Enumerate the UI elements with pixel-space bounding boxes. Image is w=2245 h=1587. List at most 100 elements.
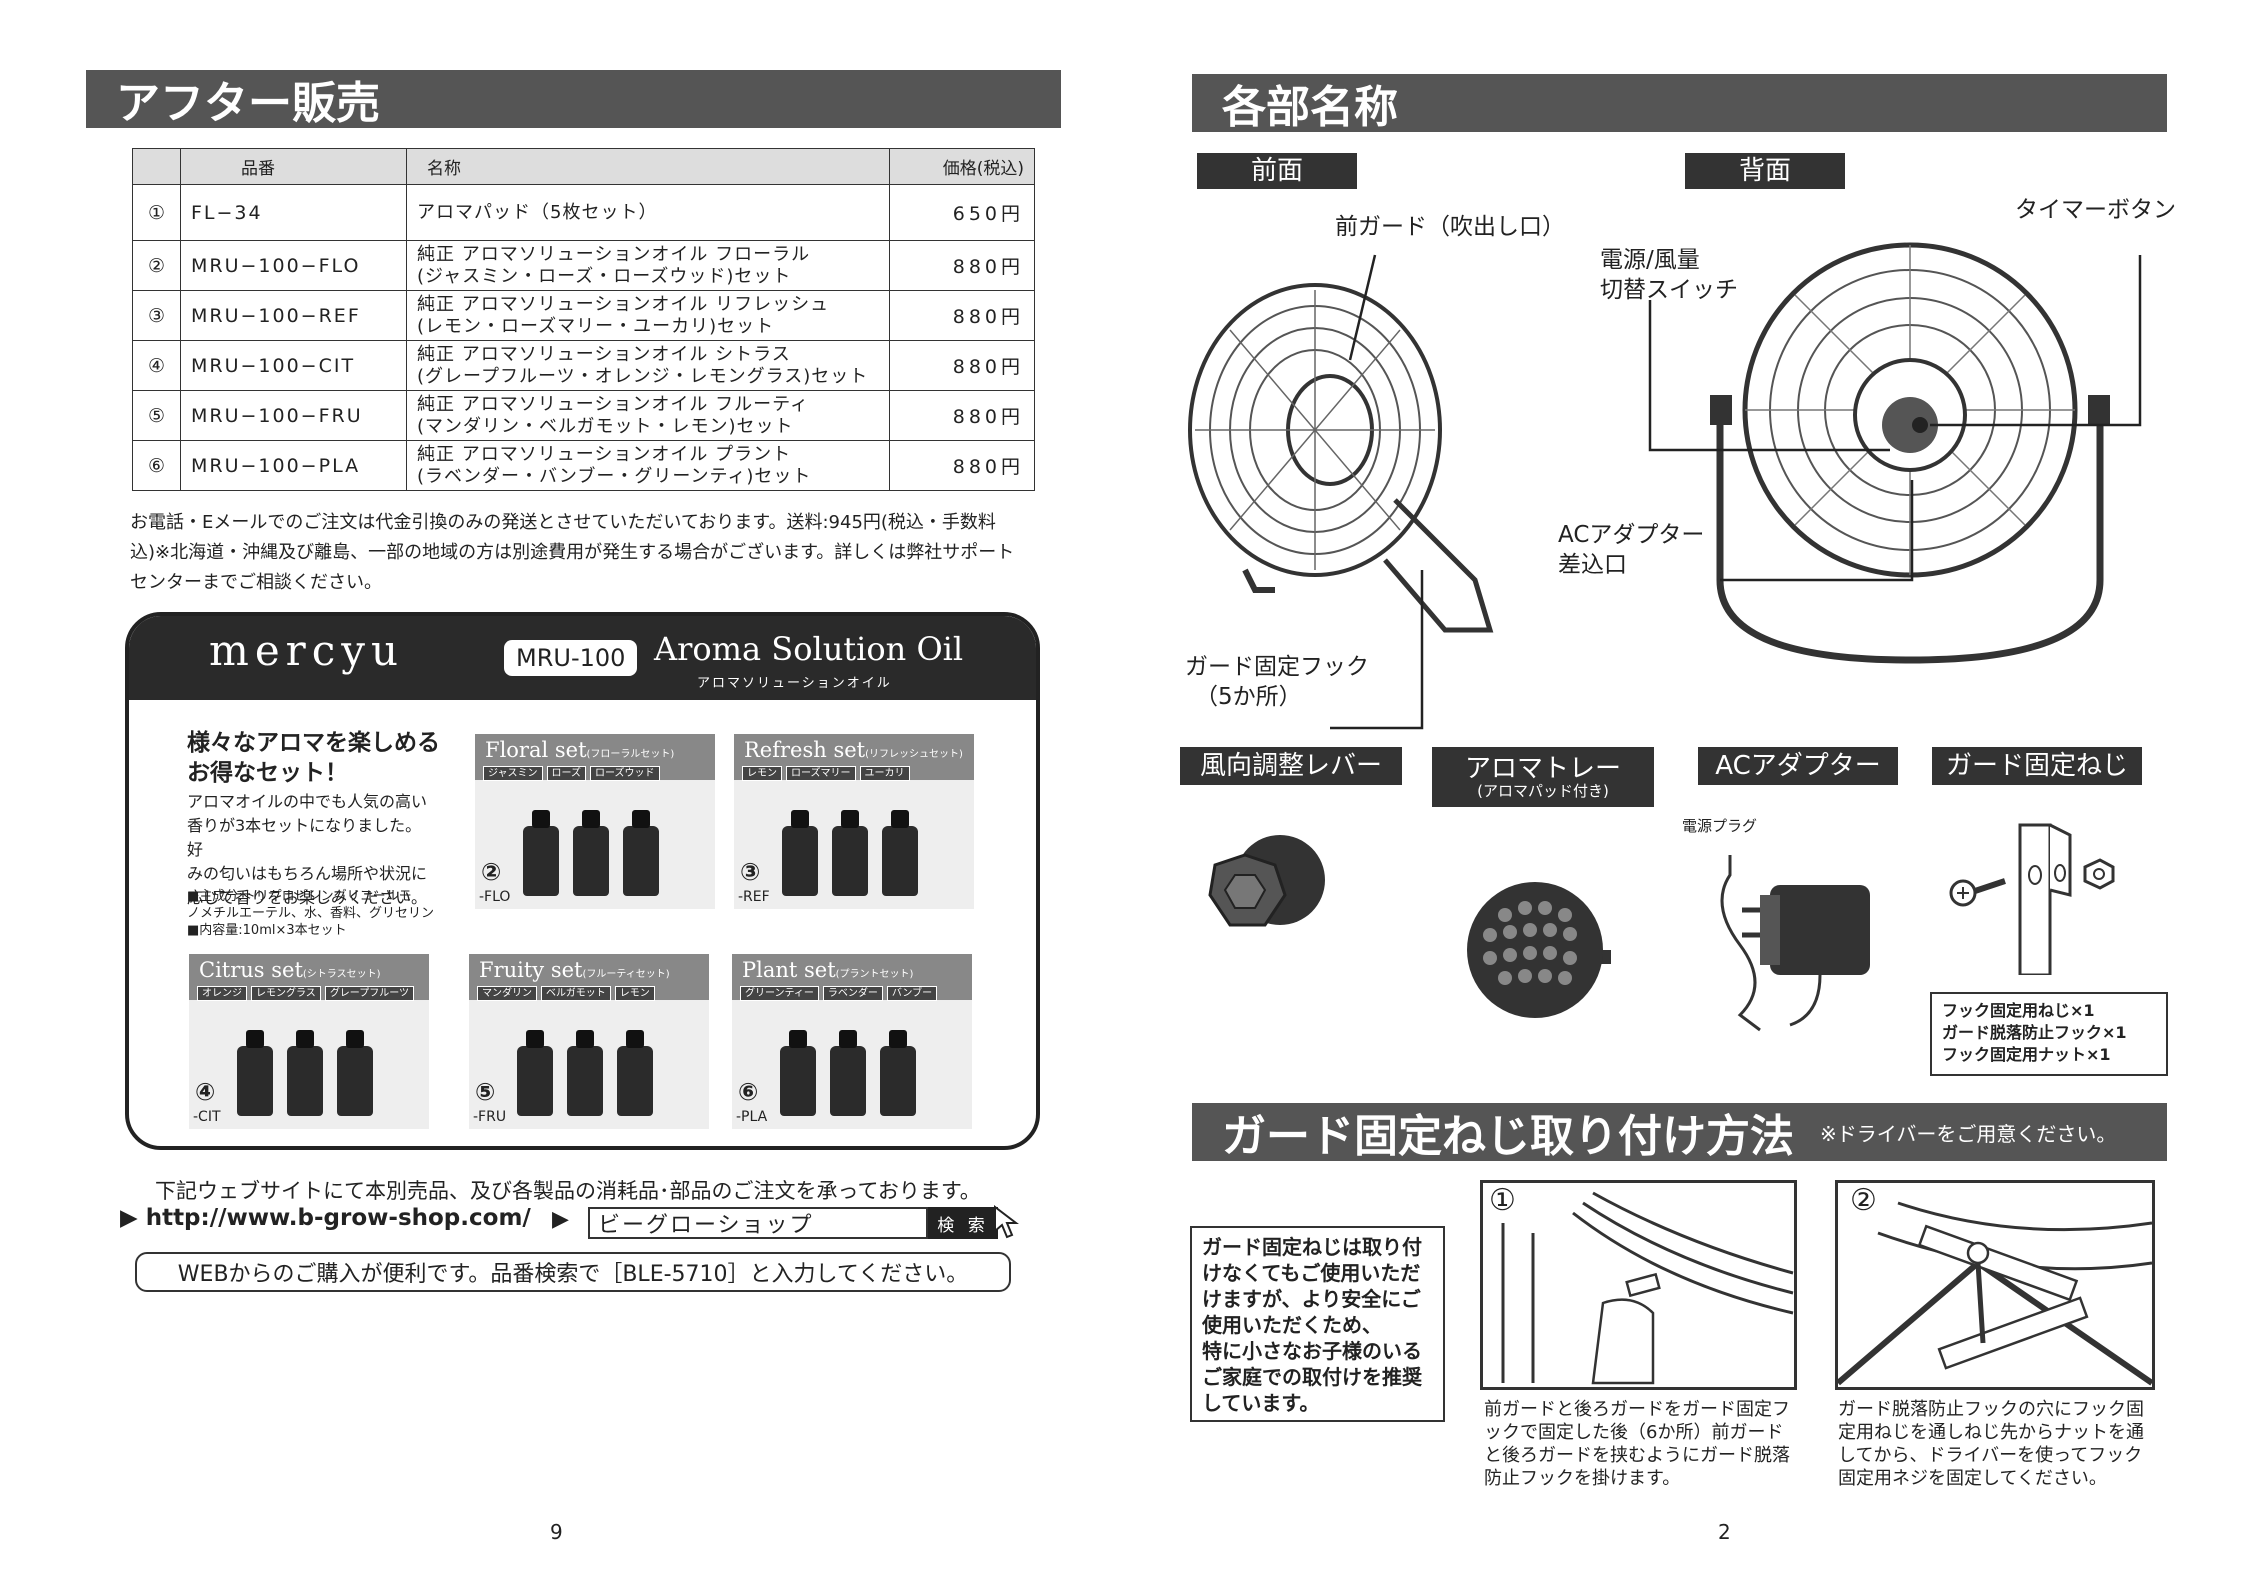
oil-bottle bbox=[573, 810, 609, 896]
set-subtitle: (シトラスセット) bbox=[302, 969, 381, 980]
step2-caption-line: 定用ねじを通しねじ先からナットを通 bbox=[1838, 1422, 2144, 1443]
set-tags: マンダリンベルガモットレモン bbox=[477, 984, 659, 1001]
part-label-text: ガード固定ねじ bbox=[1945, 751, 2128, 781]
promo-body-line: アロマオイルの中でも人気の高い bbox=[187, 792, 428, 811]
shop-url-link[interactable]: ▶ http://www.b-grow-shop.com/ bbox=[120, 1205, 531, 1231]
web-order-note: WEBからのご購入が便利です。品番検索で［BLE-5710］と入力してください。 bbox=[135, 1252, 1011, 1292]
oil-bottle bbox=[617, 1030, 653, 1116]
install-note-line: ご家庭での取付けを推奨 bbox=[1202, 1365, 1422, 1389]
row-name-1: 純正 アロマソリューションオイル フローラル bbox=[417, 243, 811, 265]
set-tag: ベルガモット bbox=[541, 986, 611, 1001]
step2-caption-line: してから、ドライバーを使ってフック bbox=[1838, 1445, 2143, 1466]
set-subtitle: (リフレッシュセット) bbox=[865, 749, 963, 760]
page-number-right: 2 bbox=[1718, 1520, 1731, 1544]
set-number: ④ bbox=[195, 1078, 216, 1106]
table-row: ⑤ MRU−100−FRU 純正 アロマソリューションオイル フルーティ(マンダ… bbox=[132, 390, 1035, 441]
set-tag: グリーンティー bbox=[740, 986, 819, 1001]
search-button[interactable]: 検 索 bbox=[928, 1207, 998, 1239]
parts-table: 品番 名称 価格(税込) ① FL−34 アロマパッド（5枚セット） 650円 … bbox=[132, 148, 1035, 491]
set-tag: レモン bbox=[742, 766, 782, 781]
front-guard-callout: 前ガード（吹出し口） bbox=[1335, 214, 1565, 240]
set-tag: バンブー bbox=[886, 986, 938, 1001]
back-label-text: 背面 bbox=[1738, 156, 1791, 186]
oil-bottle bbox=[780, 1030, 816, 1116]
search-input[interactable]: ビーグローショップ bbox=[588, 1207, 928, 1239]
row-name-1: 純正 アロマソリューションオイル フルーティ bbox=[417, 393, 810, 415]
guard-hook-callout: ガード固定フック （5か所） bbox=[1185, 652, 1369, 712]
step-number: ① bbox=[1489, 1183, 1516, 1218]
oil-set-card: Citrus set(シトラスセット) オレンジレモングラスグレープフルーツ ④… bbox=[189, 954, 429, 1129]
promo-banner: mercyu MRU-100 Aroma Solution Oil アロマソリュ… bbox=[129, 616, 1036, 700]
set-tag: レモングラス bbox=[251, 986, 321, 1001]
promo-spec-line: ■内容量:10ml×3本セット bbox=[187, 923, 347, 938]
table-header: 価格(税込) bbox=[889, 148, 1035, 185]
row-name: 純正 アロマソリューションオイル プラント(ラベンダー・バンブー・グリーンティ)… bbox=[406, 440, 890, 491]
power-plug-label: 電源プラグ bbox=[1682, 817, 1758, 835]
order-lead-text: 下記ウェブサイトにて本別売品、及び各製品の消耗品･部品のご注文を承っております。 bbox=[155, 1179, 981, 1203]
set-tag: ローズ bbox=[546, 766, 586, 781]
step1-caption-line: 前ガードと後ろガードをガード固定フ bbox=[1484, 1399, 1790, 1420]
screw-parts-list: フック固定用ねじ×1 ガード脱落防止フック×1 フック固定用ナット×1 bbox=[1930, 992, 2168, 1076]
row-code: MRU−100−CIT bbox=[180, 340, 407, 391]
after-sales-header: アフター販売 bbox=[86, 70, 1061, 129]
set-tag: オレンジ bbox=[197, 986, 247, 1001]
search-arrow: ▶ bbox=[552, 1207, 569, 1232]
set-tag: ラベンダー bbox=[822, 986, 883, 1001]
row-name-1: 純正 アロマソリューションオイル シトラス bbox=[417, 343, 791, 365]
set-title-text: Plant set bbox=[742, 958, 836, 982]
ac-adapter-illustration bbox=[1720, 855, 1870, 1032]
table-row: ① FL−34 アロマパッド（5枚セット） 650円 bbox=[132, 184, 1035, 241]
install-note-line: けなくてもご使用いただ bbox=[1202, 1261, 1421, 1285]
step2-caption: ガード脱落防止フックの穴にフック固 定用ねじを通しねじ先からナットを通 してから… bbox=[1838, 1398, 2144, 1490]
row-price: 880円 bbox=[889, 390, 1035, 441]
row-name: 純正 アロマソリューションオイル フローラル(ジャスミン・ローズ・ローズウッド)… bbox=[406, 240, 890, 291]
row-price: 880円 bbox=[889, 340, 1035, 391]
promo-title: Aroma Solution Oil bbox=[654, 630, 964, 668]
table-header: 名称 bbox=[406, 148, 890, 185]
aroma-tray-illustration bbox=[1467, 882, 1611, 1018]
part-names-header: 各部名称 bbox=[1192, 74, 2167, 133]
row-name-1: 純正 アロマソリューションオイル プラント bbox=[417, 443, 792, 465]
row-num: ⑤ bbox=[132, 390, 181, 441]
row-name-2: (ラベンダー・バンブー・グリーンティ)セット bbox=[417, 465, 812, 487]
row-name-2: (グレープフルーツ・オレンジ・レモングラス)セット bbox=[417, 365, 869, 387]
install-note-line: ガード固定ねじは取り付 bbox=[1202, 1235, 1422, 1259]
install-header: ガード固定ねじ取り付け方法 ※ドライバーをご用意ください。 bbox=[1192, 1103, 2167, 1162]
oil-bottle bbox=[882, 810, 918, 896]
guard-hook-line: ガード固定フック bbox=[1185, 654, 1369, 680]
set-tag: レモン bbox=[614, 986, 655, 1001]
install-note-line: 使用いただくため、 bbox=[1202, 1313, 1382, 1337]
row-name-2: (マンダリン・ベルガモット・レモン)セット bbox=[417, 415, 794, 437]
set-title-text: Fruity set bbox=[479, 958, 583, 982]
row-name: 純正 アロマソリューションオイル シトラス(グレープフルーツ・オレンジ・レモング… bbox=[406, 340, 890, 391]
note-line: お電話・Eメールでのご注文は代金引換のみの発送とさせていただいております。送料:… bbox=[130, 512, 996, 533]
set-tag: マンダリン bbox=[477, 986, 537, 1001]
screw-part-line: ガード脱落防止フック×1 bbox=[1942, 1023, 2127, 1042]
set-code: -FRU bbox=[473, 1109, 507, 1125]
step1-illustration bbox=[1501, 1191, 1794, 1385]
ac-jack-line: 差込口 bbox=[1558, 552, 1627, 578]
oil-bottle bbox=[880, 1030, 916, 1116]
power-switch-callout: 電源/風量 切替スイッチ bbox=[1600, 245, 1738, 305]
install-note-line: けますが、より安全にご bbox=[1202, 1287, 1421, 1311]
install-note-line: 特に小さなお子様のいる bbox=[1202, 1339, 1422, 1363]
power-switch-line: 切替スイッチ bbox=[1600, 277, 1738, 303]
promo-lead-line: 様々なアロマを楽しめる bbox=[187, 730, 440, 756]
promo-lead: 様々なアロマを楽しめる お得なセット！ bbox=[187, 728, 440, 788]
aroma-tray-label: アロマトレー(アロマパッド付き) bbox=[1432, 747, 1654, 807]
back-label: 背面 bbox=[1685, 153, 1845, 189]
promo-lead-line: お得なセット！ bbox=[187, 760, 348, 786]
oil-set-card: Fruity set(フルーティセット) マンダリンベルガモットレモン ⑤ -F… bbox=[469, 954, 709, 1129]
step2-caption-line: 固定用ネジを固定してください。 bbox=[1838, 1468, 2107, 1489]
order-note: お電話・Eメールでのご注文は代金引換のみの発送とさせていただいております。送料:… bbox=[130, 508, 1040, 598]
step1-caption: 前ガードと後ろガードをガード固定フ ックで固定した後（6か所）前ガード と後ろガ… bbox=[1484, 1398, 1790, 1490]
table-header: 品番 bbox=[180, 148, 407, 185]
ac-jack-callout: ACアダプター 差込口 bbox=[1558, 520, 1704, 580]
set-code: -FLO bbox=[479, 889, 511, 905]
row-num: ⑥ bbox=[132, 440, 181, 491]
search-button-label: 検 索 bbox=[937, 1215, 989, 1236]
oil-bottle bbox=[523, 810, 559, 896]
promo-description: アロマオイルの中でも人気の高い 香りが3本セットになりました。好 みの匂いはもち… bbox=[187, 790, 437, 910]
set-number: ⑤ bbox=[475, 1078, 496, 1106]
oil-bottle bbox=[623, 810, 659, 896]
